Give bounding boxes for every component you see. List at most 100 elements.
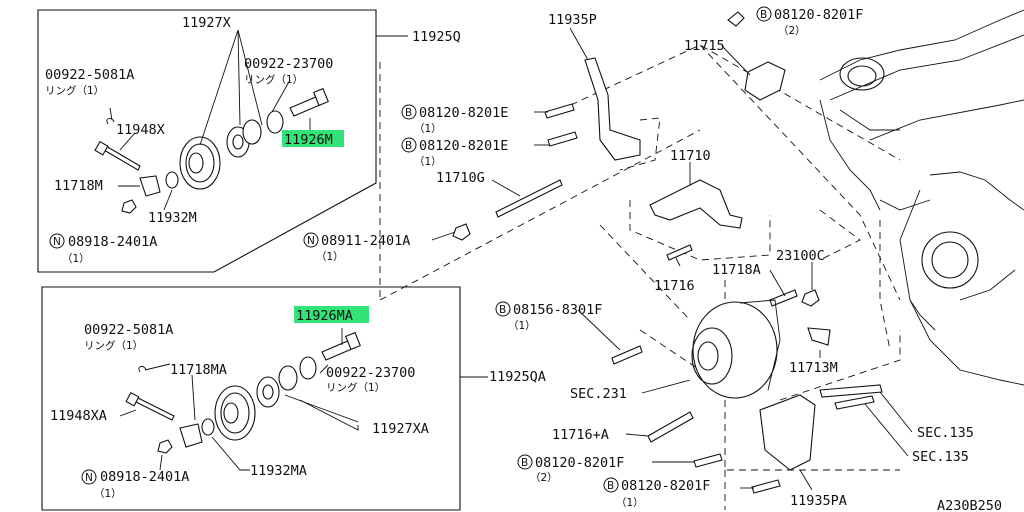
label-08120-8201E-1: 08120-8201E [419,105,508,121]
nut-symbol-text: N [85,472,93,484]
bolt-symbol-text: B [405,107,412,119]
bolt-symbol-icon [603,477,619,493]
bolt-08120-8201F-2 [693,453,723,468]
ring-00922-5081A-lower [138,365,147,373]
upper-pulley-assembly [94,87,329,214]
label-11710G: 11710G [436,170,485,186]
nut-symbol-icon [49,233,65,249]
bracket-11713M [807,327,831,346]
nut-08911-2401A [452,223,471,241]
label-qty-1-e: （1） [508,320,536,332]
nut-symbol-text: N [307,235,315,247]
label-11716A: 11716+A [552,427,609,443]
label-11935PA: 11935PA [790,493,847,509]
lower-inset-frame [41,286,461,511]
nut-23100C [801,289,820,307]
label-11715: 11715 [684,38,725,54]
label-sec-135-a: SEC.135 [917,425,974,441]
bolt-08120-8201E-1 [544,103,575,119]
label-00922-23700: 00922-23700 [244,56,333,72]
label-11926M: 11926M [284,132,333,148]
label-11925Q: 11925Q [412,29,461,45]
bolt-symbol-icon [401,104,417,120]
lower-inset-labels: 11926MA 00922-5081A リング（1） 11718MA 00922… [50,308,546,500]
alternator-mounting-parts [452,11,883,494]
bolt-11718A [769,289,798,307]
label-11932M: 11932M [148,210,197,226]
leader-lines [109,27,913,491]
upper-inset-frame [37,9,377,273]
nut-symbol-text: N [53,236,61,248]
label-11718MA: 11718MA [170,362,227,378]
label-00922-5081A: 00922-5081A [45,67,134,83]
bolt-08120-8201E-2 [547,131,578,147]
engine-block-sketch [819,9,1024,386]
label-08120-8201E-2: 08120-8201E [419,138,508,154]
label-11948X: 11948X [116,122,165,138]
label-00922-5081A-lower: 00922-5081A [84,322,173,338]
bolt-symbol-icon [517,454,533,470]
label-08120-8201F-mid: 08120-8201F [535,455,624,471]
label-23100C: 23100C [776,248,825,264]
label-ring-1-a: リング（1） [244,73,303,86]
bolt-11716 [666,244,693,261]
label-11718M: 11718M [54,178,103,194]
label-qty-1-g: （1） [94,488,122,500]
snap-ring-upper [266,110,284,134]
bolt-symbol-text: B [499,304,506,316]
bolt-11948X [103,145,141,171]
label-qty-1-a: （1） [62,253,90,265]
label-11932MA: 11932MA [250,463,307,479]
label-qty-1-d: （1） [316,251,344,263]
highlight-11926M [282,130,344,147]
stud-11710G [495,179,563,218]
label-08120-8201F-top: 08120-8201F [774,7,863,23]
label-08911-2401A: 08911-2401A [321,233,410,249]
label-ring-1-b: リング（1） [45,84,104,97]
alternator [692,301,778,399]
washer-11932MA [201,418,215,436]
label-diagram-code: A230B250 [937,498,1002,512]
label-qty-1-c: （1） [414,156,442,168]
label-08120-8201F-bot: 08120-8201F [621,478,710,494]
nut-upper [121,199,137,214]
bolt-08120-8201F-3 [751,479,781,494]
snap-ring-lower [299,356,317,380]
label-11948XA: 11948XA [50,408,107,424]
stud-sec135-b [834,395,875,410]
bracket-11715 [744,61,786,101]
bolt-symbol-text: B [521,457,528,469]
bolt-symbol-text: B [760,9,767,21]
upper-inset-labels: 11927X 11925Q 00922-23700 リング（1） 00922-5… [45,15,461,265]
collar-11718M [139,175,161,197]
label-ring-1-d: リング（1） [326,381,385,394]
bolt-11948XA [135,397,175,421]
bolt-08156-8301F [611,345,643,365]
label-qty-2-b: （2） [530,472,558,484]
label-11925QA: 11925QA [489,369,546,385]
label-qty-2-a: （2） [778,25,806,37]
label-11713M: 11713M [789,360,838,376]
nut-symbol-icon [81,469,97,485]
label-ring-1-c: リング（1） [84,339,143,352]
label-qty-1-f: （1） [616,497,644,509]
label-08918-2401A-lower: 08918-2401A [100,469,189,485]
bracket-11935PA [759,394,816,471]
label-11927X: 11927X [182,15,231,31]
ring-00922-5081A [106,117,115,125]
bolt-symbol-icon [401,137,417,153]
label-11926MA: 11926MA [296,308,353,324]
label-sec-135-b: SEC.135 [912,449,969,465]
bearing-upper-2 [242,119,262,145]
label-sec-231: SEC.231 [570,386,627,402]
nut-lower [157,439,173,454]
bolt-11716A [647,411,694,443]
bracket-11710 [649,179,743,229]
bearing-lower-2 [278,365,298,391]
label-00922-23700-lower: 00922-23700 [326,365,415,381]
bolt-symbol-text: B [405,140,412,152]
bolt-08120-8201F-top [727,11,745,27]
stud-sec135-a [819,384,883,398]
